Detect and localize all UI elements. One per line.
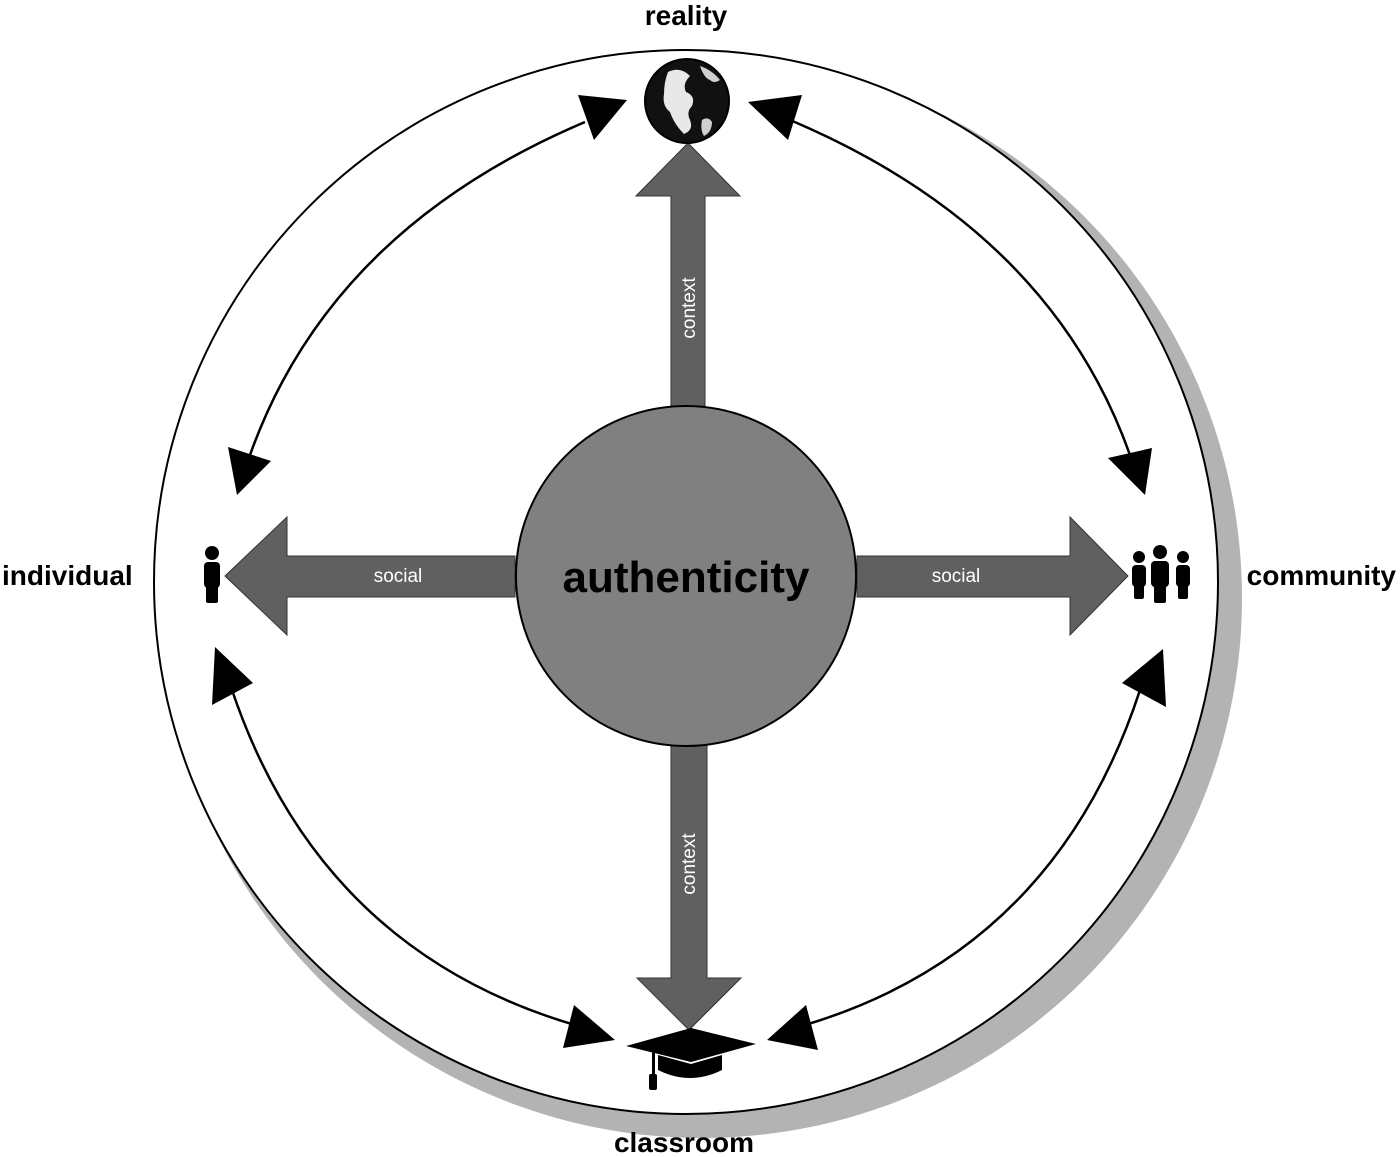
graduation-cap-icon bbox=[626, 1028, 756, 1090]
arrowhead-community-bottom bbox=[1122, 649, 1166, 707]
arrow-social-left bbox=[224, 515, 516, 637]
arrowhead-individual-bottom bbox=[212, 647, 253, 705]
arc-individual-classroom bbox=[230, 689, 576, 1027]
context-label-top: context bbox=[679, 277, 700, 339]
arrow-context-down bbox=[635, 744, 743, 1031]
arc-arrowheads bbox=[212, 95, 1166, 1050]
arrow-context-up bbox=[634, 142, 742, 411]
center-circle bbox=[515, 405, 857, 747]
globe-icon bbox=[644, 58, 730, 144]
arc-community-classroom bbox=[804, 689, 1142, 1027]
arrowhead-reality-left bbox=[578, 95, 627, 140]
label-community: community bbox=[1247, 560, 1397, 591]
arrowhead-community-top bbox=[1108, 448, 1152, 495]
arc-reality-community bbox=[789, 118, 1132, 456]
arrowhead-individual-top bbox=[228, 447, 271, 495]
arrow-social-right bbox=[856, 515, 1129, 637]
social-label-right: social bbox=[932, 566, 981, 587]
person-icon bbox=[204, 546, 220, 603]
block-arrows bbox=[224, 142, 1129, 1031]
center-label: authenticity bbox=[563, 553, 810, 602]
social-label-left: social bbox=[374, 566, 423, 587]
context-label-bottom: context bbox=[679, 833, 700, 895]
curved-arrows bbox=[230, 118, 1142, 1027]
arrowhead-classroom-right bbox=[767, 1005, 818, 1050]
label-classroom: classroom bbox=[614, 1127, 754, 1157]
arrowhead-reality-right bbox=[748, 95, 802, 140]
label-reality: reality bbox=[645, 0, 728, 31]
group-icon bbox=[1132, 545, 1190, 603]
label-individual: individual bbox=[2, 560, 133, 591]
arc-reality-individual bbox=[248, 120, 586, 456]
arrowhead-classroom-left bbox=[563, 1005, 615, 1048]
